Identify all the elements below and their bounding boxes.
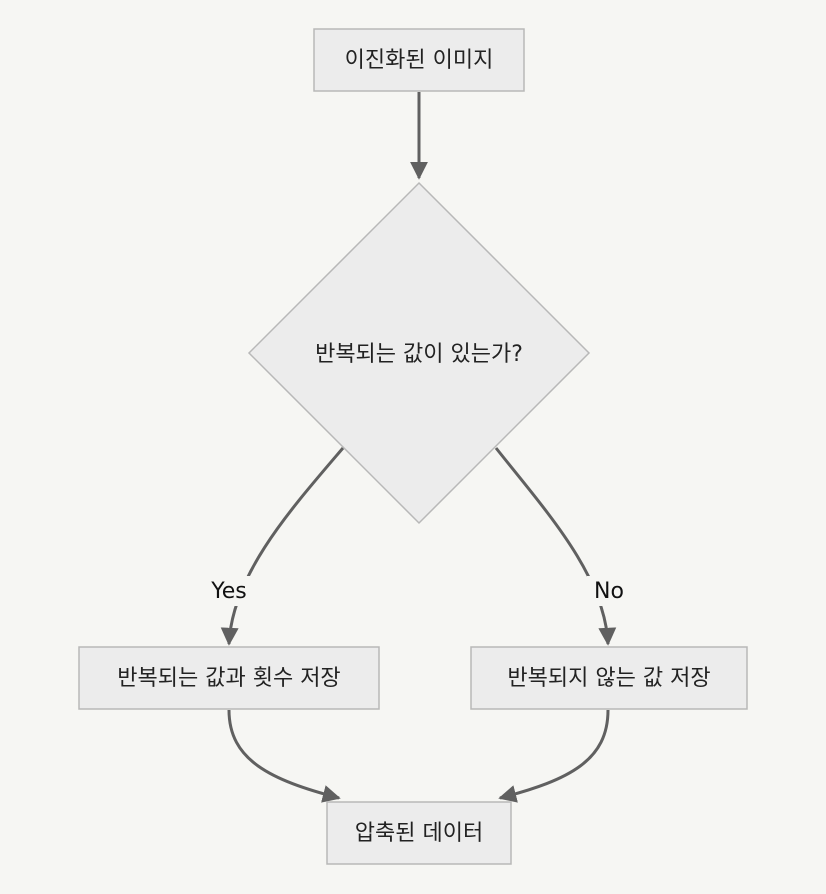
node-decision: 반복되는 값이 있는가? (247, 181, 591, 525)
node-yes-action: 반복되는 값과 횟수 저장 (78, 646, 380, 710)
node-no-action: 반복되지 않는 값 저장 (470, 646, 748, 710)
edge-decision-to-yes (220, 447, 345, 646)
node-end: 압축된 데이터 (326, 801, 512, 865)
node-start-label: 이진화된 이미지 (345, 48, 494, 73)
edge-label-no: No (587, 576, 631, 606)
node-no-action-label: 반복되지 않는 값 저장 (507, 666, 710, 691)
node-decision-label: 반복되는 값이 있는가? (315, 342, 523, 367)
node-start: 이진화된 이미지 (313, 28, 525, 92)
edge-no-to-end (498, 709, 610, 803)
edge-yes-to-end (227, 709, 341, 803)
node-yes-action-label: 반복되는 값과 횟수 저장 (117, 666, 340, 691)
edge-decision-to-no (494, 447, 617, 646)
node-end-label: 압축된 데이터 (355, 821, 483, 846)
edge-label-yes: Yes (203, 576, 255, 606)
no-label: No (594, 579, 624, 604)
yes-label: Yes (210, 579, 247, 604)
